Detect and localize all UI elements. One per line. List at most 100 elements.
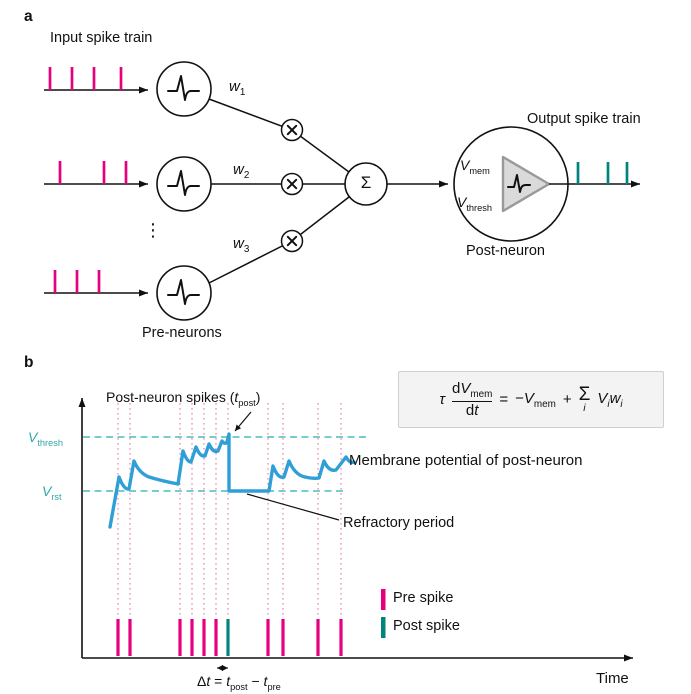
legend-post-spike-swatch bbox=[381, 617, 386, 638]
refractory-pointer-line bbox=[246, 493, 340, 521]
vmem-base: V bbox=[460, 157, 470, 173]
eq-denominator: dt bbox=[466, 403, 479, 418]
eq-den-t: t bbox=[474, 402, 479, 420]
eq-rhs-V: V bbox=[523, 389, 534, 407]
panel-a-letter: a bbox=[24, 8, 33, 25]
multiply-node-3 bbox=[280, 229, 304, 253]
vmem-label: Vmem bbox=[460, 157, 490, 177]
vmem-sub: mem bbox=[469, 165, 490, 176]
input-spike-train-label: Input spike train bbox=[50, 30, 153, 46]
spike-waveform-icon bbox=[507, 174, 531, 193]
input-train-2 bbox=[44, 161, 148, 188]
eq-den-d: d bbox=[465, 402, 475, 420]
delta-tpost: t bbox=[226, 673, 231, 689]
weight-2-base: w bbox=[233, 161, 244, 178]
delta-t-annotation: Δt = tpost − tpre bbox=[197, 673, 281, 693]
delta-tpre: t bbox=[263, 673, 268, 689]
pre-neurons-label: Pre-neurons bbox=[142, 325, 222, 341]
weight-1-label: w1 bbox=[229, 78, 245, 99]
eq-num-sub: mem bbox=[470, 388, 493, 400]
annotation-suffix: ) bbox=[255, 389, 261, 405]
eq-rhs-V-sub: mem bbox=[533, 398, 556, 410]
post-spike-pointer-line bbox=[234, 411, 252, 432]
eq-tau: τ bbox=[439, 391, 446, 408]
weight-3-base: w bbox=[233, 235, 244, 252]
multiply-node-2 bbox=[280, 172, 304, 196]
weight-1-base: w bbox=[229, 78, 240, 95]
spike-waveform-icon bbox=[167, 75, 200, 101]
eq-num-d: d bbox=[452, 379, 461, 397]
output-spike-train-label: Output spike train bbox=[527, 111, 641, 127]
eq-sum-symbol: Σ bbox=[578, 383, 591, 405]
panel-b-letter: b bbox=[24, 354, 34, 371]
weight-2-label: w2 bbox=[233, 161, 249, 182]
delta-symbol: Δ bbox=[197, 673, 207, 689]
eq-wi: w bbox=[609, 389, 621, 407]
times-icon bbox=[286, 124, 298, 136]
vthresh-axis-base: V bbox=[28, 429, 38, 445]
vthresh-label: Vthresh bbox=[457, 194, 492, 214]
delta-minus: − bbox=[247, 673, 264, 689]
panel-b-graphics bbox=[78, 398, 633, 671]
vrst-axis-label: Vrst bbox=[42, 483, 62, 503]
weight-2-sub: 2 bbox=[243, 170, 250, 181]
delta-t: t bbox=[206, 673, 211, 689]
connector-3 bbox=[208, 196, 350, 284]
weight-3-sub: 3 bbox=[243, 244, 250, 255]
times-icon bbox=[286, 235, 298, 247]
vertical-ellipsis: ⋮ bbox=[144, 220, 162, 240]
output-train bbox=[576, 162, 629, 184]
delta-tpost-sub: post bbox=[230, 681, 248, 692]
eq-num-V: V bbox=[460, 379, 471, 397]
eq-Vi-sub: i bbox=[607, 398, 610, 410]
post-neuron-label: Post-neuron bbox=[466, 243, 545, 259]
eq-Vi: V bbox=[597, 389, 608, 407]
panel-a-graphics bbox=[44, 61, 640, 321]
eq-viwi-term: Viwi bbox=[597, 390, 622, 410]
legend-post-spike-label: Post spike bbox=[393, 618, 460, 634]
membrane-potential-trace bbox=[108, 432, 356, 529]
vrst-axis-sub: rst bbox=[51, 491, 62, 502]
input-train-3 bbox=[44, 270, 148, 297]
weight-3-label: w3 bbox=[233, 235, 249, 256]
input-train-1 bbox=[44, 67, 148, 94]
spike-raster bbox=[116, 619, 343, 656]
vthresh-axis-sub: thresh bbox=[37, 437, 64, 448]
annotation-sub: post bbox=[238, 397, 256, 408]
connector-1 bbox=[208, 98, 350, 173]
eq-sum-index: i bbox=[583, 401, 586, 414]
vthresh-base: V bbox=[457, 194, 467, 210]
membrane-potential-label: Membrane potential of post-neuron bbox=[349, 452, 583, 469]
eq-numerator: dVmem bbox=[452, 381, 492, 400]
eq-rhs-first-term: −Vmem bbox=[515, 390, 556, 410]
pre-neuron-3 bbox=[156, 265, 212, 321]
eq-plus: + bbox=[562, 391, 572, 408]
times-icon bbox=[286, 178, 298, 190]
time-axis-label: Time bbox=[596, 670, 629, 687]
eq-wi-sub: i bbox=[620, 398, 623, 410]
eq-fraction: dVmem dt bbox=[452, 381, 493, 418]
annotation-prefix: Post-neuron spikes ( bbox=[106, 389, 235, 405]
legend-pre-spike-swatch bbox=[381, 589, 386, 610]
spike-waveform-icon bbox=[167, 170, 200, 196]
delta-tpre-sub: pre bbox=[267, 681, 281, 692]
eq-fraction-bar bbox=[452, 401, 493, 403]
vrst-axis-base: V bbox=[42, 483, 52, 499]
vthresh-sub: thresh bbox=[466, 202, 493, 213]
annotation-t: t bbox=[234, 389, 239, 405]
eq-equals: = bbox=[499, 391, 509, 408]
sum-symbol: Σ bbox=[360, 173, 372, 192]
spike-waveform-icon bbox=[167, 279, 200, 305]
delta-equals: = bbox=[210, 673, 227, 689]
pre-neuron-1 bbox=[156, 61, 212, 117]
refractory-period-label: Refractory period bbox=[343, 515, 455, 531]
post-neuron bbox=[453, 126, 640, 242]
multiply-node-1 bbox=[280, 118, 304, 142]
weight-1-sub: 1 bbox=[239, 87, 246, 98]
eq-minus: − bbox=[515, 389, 524, 407]
vthresh-axis-label: Vthresh bbox=[28, 429, 63, 449]
